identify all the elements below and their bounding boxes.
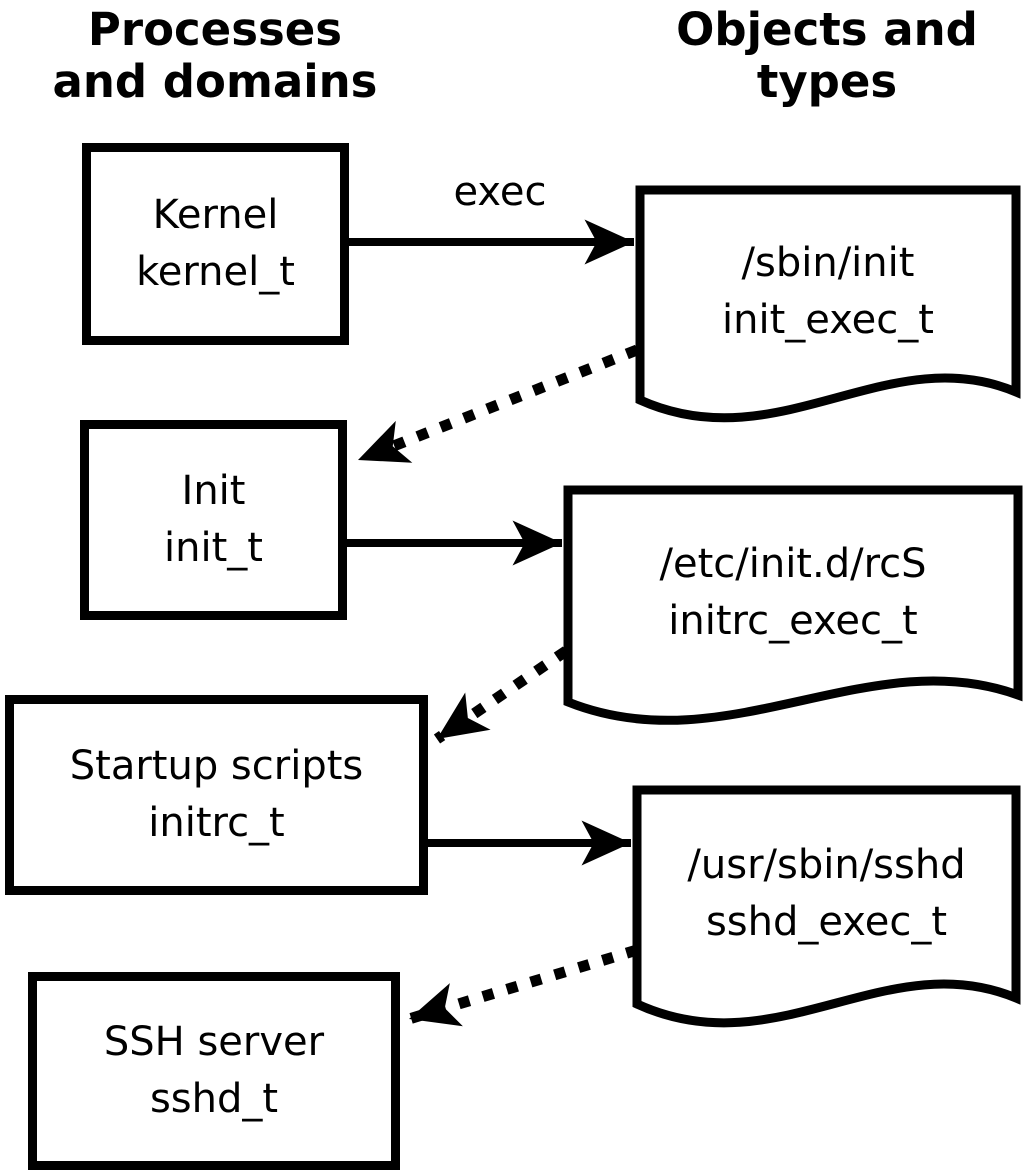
process-box-init: Init init_t [80, 420, 347, 620]
left-column-heading: Processes and domains [10, 4, 420, 108]
process-box-ssh-server: SSH server sshd_t [28, 972, 400, 1170]
process-domain-type: initrc_t [148, 800, 285, 846]
process-name: Startup scripts [69, 743, 364, 789]
document-shape-sbin-init [635, 185, 1021, 423]
document-shape-etc-initd-rcs [563, 485, 1023, 725]
transition-arrow-init-exec-to-init [355, 344, 640, 466]
right-column-heading: Objects and types [630, 4, 1024, 108]
right-column-heading-line1: Objects and [676, 3, 978, 56]
transition-arrow-sshd-exec-to-sshd [407, 944, 639, 1027]
document-shape-usr-sbin-sshd [632, 785, 1021, 1028]
process-box-startup-scripts: Startup scripts initrc_t [5, 695, 428, 895]
process-name: Kernel [152, 192, 279, 238]
process-name: Init [181, 468, 246, 514]
process-box-kernel: Kernel kernel_t [82, 143, 349, 345]
transition-arrow-initrc-exec-to-initrc [433, 646, 570, 744]
process-name: SSH server [103, 1019, 325, 1065]
exec-arrow-label: exec [453, 169, 547, 215]
right-column-heading-line2: types [756, 55, 898, 108]
left-column-heading-line2: and domains [52, 55, 378, 108]
process-domain-type: init_t [164, 525, 263, 571]
process-domain-type: kernel_t [136, 249, 295, 295]
left-column-heading-line1: Processes [87, 3, 343, 56]
process-domain-type: sshd_t [149, 1076, 279, 1122]
